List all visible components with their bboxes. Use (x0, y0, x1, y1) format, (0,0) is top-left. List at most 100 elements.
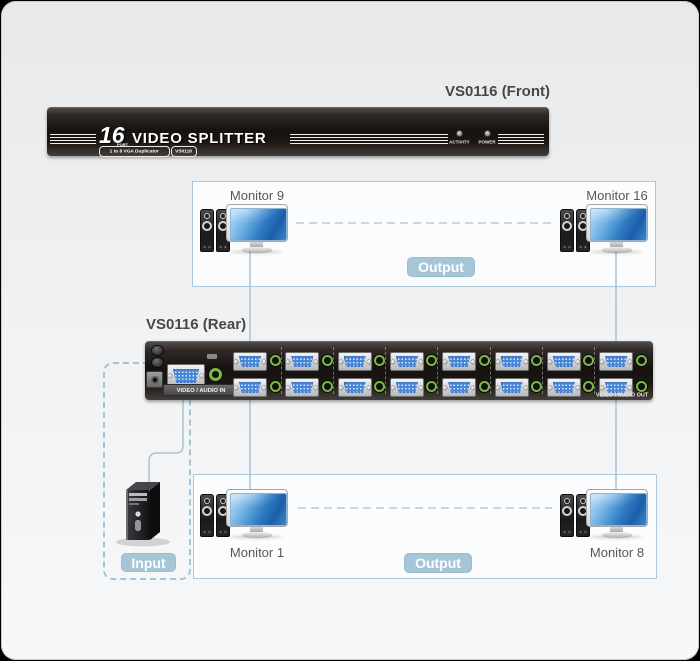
panel-stripes-middle (290, 134, 448, 144)
monitor-base (602, 531, 632, 537)
vga-face (173, 369, 199, 383)
vga-face (605, 382, 628, 393)
audio-input-jack-icon (209, 368, 222, 381)
vga-face (500, 356, 523, 367)
model-description-badge: 1 to 8 VGA Duplicator (99, 146, 170, 157)
port-column-separator (385, 347, 387, 394)
audio-output-jack-icon (269, 355, 281, 366)
audio-output-jack-icon (635, 381, 647, 392)
vga-output-port-icon (546, 378, 581, 397)
vga-face (291, 356, 314, 367)
speakers-icon (200, 494, 230, 537)
vga-face (500, 382, 523, 393)
activity-led-label: ACTIVITY (449, 140, 470, 145)
vga-output-port-icon (442, 352, 477, 371)
panel-marking (207, 354, 217, 359)
input-badge: Input (121, 553, 176, 572)
screw-icon (152, 346, 163, 355)
output-badge-top: Output (407, 257, 475, 277)
vga-output-port-icon (233, 352, 267, 371)
rear-device-label: VS0116 (Rear) (146, 316, 247, 333)
monitor-screen (589, 492, 647, 526)
speaker-icon (200, 494, 214, 537)
vga-face (605, 356, 628, 367)
port-column-separator (332, 347, 334, 394)
connection-line-input (148, 394, 184, 490)
front-device-label: VS0116 (Front) (444, 83, 550, 100)
monitor-screen (589, 207, 647, 241)
activity-led-icon (457, 131, 462, 136)
monitor-icon (226, 204, 288, 242)
audio-output-jack-icon (374, 355, 386, 366)
vga-output-port-icon (494, 352, 529, 371)
output-badge-bottom: Output (404, 553, 472, 573)
audio-output-jack-icon (583, 381, 595, 392)
vga-face (552, 356, 575, 367)
monitor-base (602, 246, 632, 252)
computer-tower-icon (116, 482, 170, 547)
audio-output-jack-icon (635, 355, 647, 366)
shadow (230, 250, 282, 254)
audio-output-jack-icon (478, 381, 490, 392)
model-number-badge: VS0116 (171, 146, 197, 157)
audio-output-jack-icon (426, 355, 438, 366)
monitor-stand (250, 242, 263, 247)
workstation-monitor-16 (560, 204, 648, 254)
monitor-screen (229, 492, 287, 526)
vga-output-port-icon (337, 352, 372, 371)
power-led-icon (485, 131, 490, 136)
shadow (590, 250, 642, 254)
front-panel: 16 PORT VIDEO SPLITTER 1 to 8 VGA Duplic… (47, 107, 549, 157)
audio-output-jack-icon (531, 381, 542, 392)
port-column-separator (280, 347, 282, 394)
audio-output-jack-icon (269, 381, 281, 392)
dc-power-jack-icon (146, 371, 163, 388)
panel-stripes-left (50, 134, 96, 144)
monitor-icon (226, 489, 288, 527)
monitor-base (242, 531, 272, 537)
monitor-icon (586, 204, 648, 242)
vga-face (448, 356, 471, 367)
port-column-separator (542, 347, 543, 394)
vga-output-port-icon (285, 378, 320, 397)
audio-output-jack-icon (321, 381, 333, 392)
monitor-screen (229, 207, 287, 241)
workstation-monitor-8 (560, 489, 648, 539)
monitor-16-label: Monitor 16 (586, 188, 648, 203)
shadow (230, 535, 282, 539)
monitor-stand (610, 242, 623, 247)
vga-face (239, 356, 261, 367)
vga-face (343, 382, 366, 393)
monitor-1-label: Monitor 1 (229, 545, 285, 560)
port-column-separator (489, 347, 491, 394)
vga-output-port-icon (599, 378, 634, 397)
port-column-separator (594, 347, 596, 394)
monitor-stand (610, 527, 623, 532)
monitor-8-label: Monitor 8 (589, 545, 645, 560)
monitor-icon (586, 489, 648, 527)
audio-output-jack-icon (374, 381, 386, 392)
monitor-stand (250, 527, 263, 532)
video-audio-out-label: VIDEO / AUDIO OUT (595, 391, 648, 398)
vga-face (239, 382, 261, 393)
vga-output-port-icon (546, 352, 581, 371)
speaker-icon (560, 209, 574, 252)
shadow (590, 535, 642, 539)
rear-output-ports (145, 341, 653, 400)
audio-output-jack-icon (426, 381, 438, 392)
vga-output-port-icon (389, 352, 424, 371)
vga-face (395, 356, 418, 367)
audio-output-jack-icon (478, 355, 490, 366)
vga-output-port-icon (285, 352, 320, 371)
audio-output-jack-icon (583, 355, 595, 366)
monitor-base (242, 246, 272, 252)
power-led-label: POWER (478, 140, 496, 145)
panel-stripes-right (498, 134, 544, 144)
vga-output-port-icon (233, 378, 267, 397)
rear-panel: VIDEO / AUDIO IN VIDEO / AUDIO OUT (145, 341, 653, 400)
vga-face (448, 382, 471, 393)
vga-output-port-icon (389, 378, 424, 397)
monitor-9-label: Monitor 9 (229, 188, 285, 203)
vga-face (291, 382, 314, 393)
